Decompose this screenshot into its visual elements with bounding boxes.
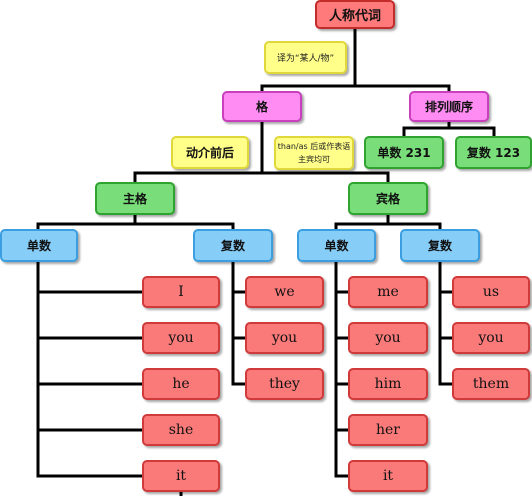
objective-singular-node: 单数 [297, 229, 376, 262]
word-node: we [245, 276, 324, 308]
word-node: her [348, 414, 428, 446]
order-singular: 单数 231 [364, 136, 444, 169]
case-node: 格 [222, 91, 302, 122]
word-node: it [348, 460, 428, 492]
objective-plural-node: 复数 [400, 229, 480, 262]
objective-node: 宾格 [348, 182, 428, 215]
word-node: them [452, 368, 530, 400]
word-node: I [142, 276, 220, 308]
word-node: you [142, 322, 220, 354]
word-node: they [245, 368, 324, 400]
word-node: it [142, 460, 220, 492]
word-node: you [348, 322, 428, 354]
word-node: you [452, 322, 530, 354]
root-note: 译为“某人/物” [264, 41, 347, 74]
order-plural: 复数 123 [455, 136, 532, 169]
position-note: than/as 后或作表语主宾均可 [274, 136, 354, 170]
word-node: he [142, 368, 220, 400]
nominative-singular-node: 单数 [0, 229, 78, 262]
word-node: she [142, 414, 220, 446]
nominative-node: 主格 [95, 182, 175, 215]
word-node: you [245, 322, 324, 354]
nominative-plural-node: 复数 [193, 229, 273, 262]
order-node: 排列顺序 [409, 91, 489, 122]
word-node: him [348, 368, 428, 400]
root-node: 人称代词 [315, 0, 395, 29]
word-node: me [348, 276, 428, 308]
word-node: us [452, 276, 530, 308]
position-label: 动介前后 [171, 136, 249, 169]
